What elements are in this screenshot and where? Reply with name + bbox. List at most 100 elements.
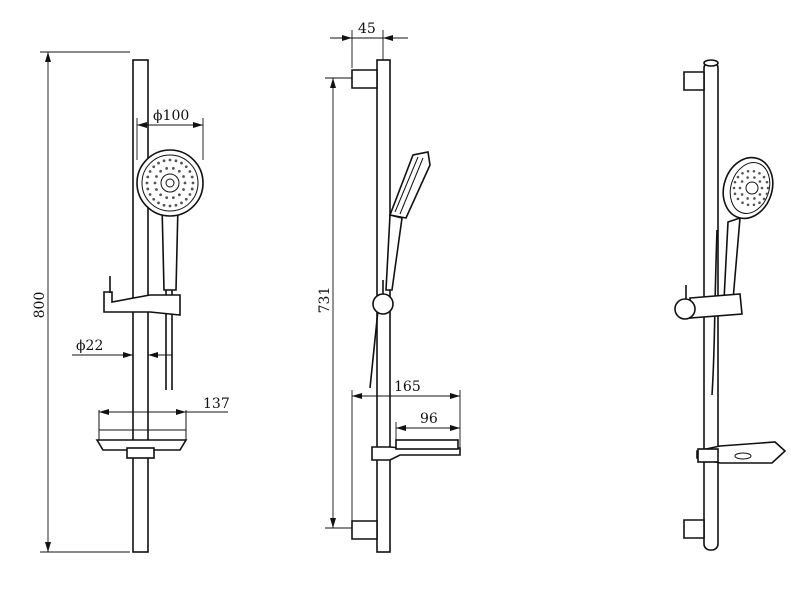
- dim-dish-projection: 165: [351, 379, 461, 522]
- perspective-view: [674, 59, 787, 551]
- nozzle-dot: [733, 180, 737, 184]
- dim-bracket-spacing-label: 731: [317, 287, 333, 314]
- nozzle-dot: [159, 193, 163, 197]
- side-bottom-bracket: [351, 520, 378, 540]
- nozzle-dot: [741, 201, 744, 205]
- nozzle-dot: [188, 193, 192, 196]
- nozzle-dot: [746, 176, 749, 179]
- dim-head-diameter: ϕ100: [136, 108, 204, 160]
- nozzle-dot: [182, 188, 185, 191]
- dim-overall-height-label: 800: [32, 292, 48, 319]
- nozzle-dot: [180, 201, 183, 205]
- side-view: [351, 59, 461, 553]
- side-dish-tray: [395, 439, 459, 450]
- nozzle-dot: [157, 201, 160, 205]
- dim-dish-width: 137: [99, 396, 230, 415]
- nozzle-dot: [159, 169, 163, 173]
- nozzle-dot: [732, 186, 736, 190]
- dim-dish-width-label: 137: [203, 396, 230, 412]
- nozzle-dot: [155, 175, 158, 178]
- persp-slider-knob: [674, 298, 696, 320]
- dim-overall-height: 800: [32, 51, 130, 553]
- nozzle-dot: [762, 175, 766, 179]
- side-top-bracket: [351, 69, 378, 89]
- nozzle-dot: [190, 175, 194, 179]
- nozzle-dot: [171, 196, 175, 200]
- persp-bottom-bracket: [683, 519, 705, 539]
- nozzle-dot: [184, 165, 188, 169]
- persp-dish-clamp: [697, 448, 719, 463]
- nozzle-dot: [758, 193, 762, 196]
- nozzle-dot: [168, 204, 172, 208]
- nozzle-dot: [746, 169, 750, 173]
- side-hose: [369, 309, 379, 389]
- nozzle-dot: [758, 171, 761, 175]
- nozzle-dot: [183, 181, 187, 185]
- nozzle-dot: [177, 193, 181, 197]
- nozzle-dot: [182, 175, 185, 178]
- side-handle: [385, 213, 403, 291]
- nozzle-dot: [184, 197, 188, 201]
- dim-rail-diameter: ϕ22: [72, 338, 172, 358]
- nozzle-dot: [177, 169, 181, 173]
- nozzle-dot: [190, 187, 194, 191]
- side-shower-head: [388, 151, 431, 219]
- nozzle-dot: [145, 181, 149, 185]
- nozzle-dot: [191, 181, 195, 185]
- nozzle-dot: [746, 197, 749, 200]
- front-handle: [161, 204, 179, 291]
- nozzle-dot: [180, 161, 183, 165]
- persp-hose: [711, 229, 718, 396]
- nozzle-dot: [762, 197, 766, 201]
- dim-bracket-projection-label: 45: [358, 21, 376, 37]
- nozzle-dot: [758, 201, 761, 205]
- nozzle-dot: [162, 203, 166, 207]
- nozzle-dot: [746, 203, 750, 207]
- dim-dish-depth-label: 96: [420, 411, 438, 427]
- nozzle-dot: [152, 197, 156, 201]
- nozzle-dot: [752, 203, 756, 207]
- dim-bracket-projection: 45: [330, 21, 408, 68]
- front-dish-clamp: [126, 447, 155, 459]
- nozzle-dot: [740, 180, 744, 183]
- side-slider-knob: [372, 293, 394, 315]
- nozzle-dot: [157, 161, 160, 165]
- nozzle-dot: [741, 171, 744, 175]
- nozzle-dot: [152, 165, 156, 169]
- persp-top-bracket: [683, 71, 705, 91]
- nozzle-dot: [752, 169, 756, 173]
- side-soap-dish: [371, 446, 461, 461]
- nozzle-dot: [155, 188, 158, 191]
- nozzle-dot: [146, 187, 150, 191]
- nozzle-dot: [148, 193, 152, 196]
- dim-dish-projection-label: 165: [394, 379, 421, 395]
- nozzle-dot: [758, 180, 762, 183]
- persp-slider: [689, 293, 743, 319]
- persp-shower-head: [722, 156, 774, 220]
- nozzle-dot: [165, 196, 169, 200]
- dim-dish-depth: 96: [395, 411, 460, 441]
- nozzle-dot: [753, 176, 756, 179]
- nozzle-dot: [162, 159, 166, 163]
- nozzle-dot: [153, 181, 157, 185]
- nozzle-dot: [168, 158, 172, 162]
- front-slider: [103, 291, 181, 316]
- front-view: [95, 59, 204, 553]
- nozzle-dot: [146, 175, 150, 179]
- nozzle-dot: [171, 166, 175, 170]
- nozzle-dot: [174, 159, 178, 163]
- persp-handle: [723, 216, 741, 301]
- nozzle-dot: [765, 192, 769, 196]
- nozzle-dot: [740, 193, 744, 196]
- dim-head-diameter-label: ϕ100: [153, 108, 189, 124]
- nozzle-dot: [733, 192, 737, 196]
- nozzle-dot: [165, 166, 169, 170]
- nozzle-dot: [148, 170, 152, 173]
- nozzle-dot: [765, 180, 769, 184]
- nozzle-dot: [174, 203, 178, 207]
- dim-bracket-spacing: 731: [317, 77, 352, 529]
- nozzle-dot: [766, 186, 770, 190]
- dim-rail-diameter-label: ϕ22: [76, 338, 103, 354]
- nozzle-dot: [736, 197, 740, 201]
